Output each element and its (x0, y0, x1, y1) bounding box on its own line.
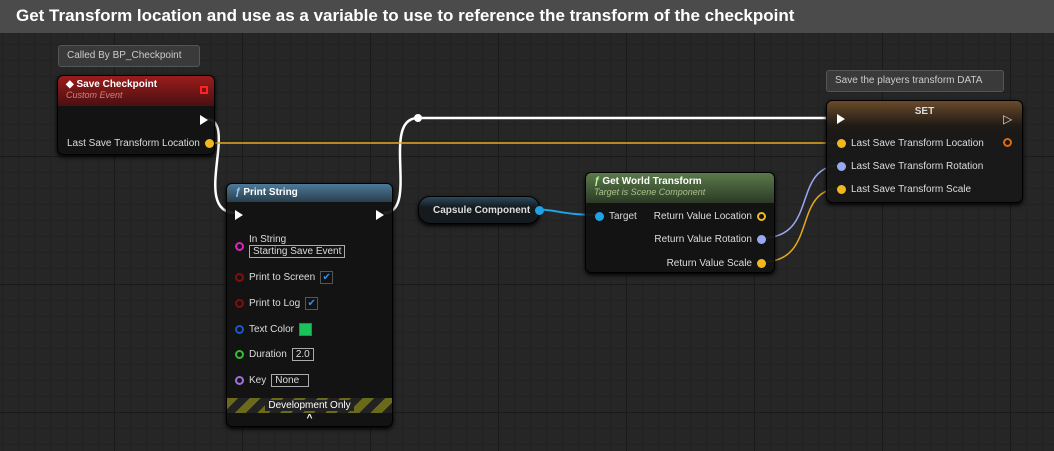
development-only-banner: Development Only (265, 400, 354, 411)
save-checkpoint-node[interactable]: ◆ Save Checkpoint Custom Event Last Save… (57, 75, 215, 155)
duration-input[interactable]: 2.0 (291, 348, 314, 361)
rotation-out-pin[interactable] (757, 235, 766, 244)
location-in-pin[interactable] (837, 139, 846, 148)
scale-in-pin[interactable] (837, 185, 846, 194)
in-string-input[interactable]: Starting Save Event (249, 245, 346, 258)
rotation-in-pin[interactable] (837, 162, 846, 171)
exec-in-pin[interactable] (837, 114, 845, 124)
event-icon: ◆ (66, 79, 77, 90)
exec-out-pin[interactable] (376, 210, 384, 220)
duration-pin[interactable] (235, 350, 244, 359)
pin-label: Return Value Scale (666, 258, 752, 269)
pin-label: Text Color (249, 324, 295, 335)
exec-out-pin[interactable]: ▷ (1003, 112, 1013, 126)
capsule-out-pin[interactable] (535, 206, 545, 215)
exec-in-pin[interactable] (235, 210, 243, 220)
print-log-pin[interactable] (235, 299, 244, 308)
comment-called-by[interactable]: Called By BP_Checkpoint (58, 45, 200, 67)
pin-label: Print to Log (249, 298, 301, 309)
key-input[interactable]: None (271, 374, 310, 387)
capsule-component-node[interactable]: Capsule Component (418, 196, 545, 224)
pin-label: Duration (249, 349, 287, 360)
comment-save-data[interactable]: Save the players transform DATA (826, 70, 1004, 92)
key-pin[interactable] (235, 376, 244, 385)
pin-label: Return Value Rotation (654, 234, 752, 245)
pin-label: Print to Screen (249, 272, 316, 283)
pin-label: Last Save Transform Scale (851, 184, 972, 195)
in-string-pin[interactable] (235, 241, 244, 251)
target-pin[interactable] (595, 212, 604, 221)
exec-wire-2 (383, 116, 838, 215)
graph-title: Get Transform location and use as a vari… (0, 0, 1054, 33)
expand-arrow-icon[interactable]: ^ (306, 413, 313, 424)
pin-label: Last Save Transform Location (851, 138, 984, 149)
pin-label: In String (249, 234, 287, 245)
node-title: Print String (243, 187, 298, 198)
text-color-pin[interactable] (235, 325, 244, 334)
scale-out-pin[interactable] (757, 259, 766, 268)
function-icon: ƒ (594, 176, 603, 187)
delegate-pin-icon[interactable] (200, 86, 208, 94)
print-log-checkbox[interactable]: ✔ (305, 297, 319, 310)
node-title: SET (914, 106, 935, 117)
pin-label: Last Save Transform Location (67, 138, 200, 149)
node-subtitle: Custom Event (66, 90, 123, 100)
function-icon: ƒ (235, 187, 244, 198)
pin-label: Target (609, 211, 637, 222)
print-screen-checkbox[interactable]: ✔ (320, 271, 334, 284)
text-color-swatch[interactable] (299, 323, 313, 336)
print-screen-pin[interactable] (235, 273, 244, 282)
set-node[interactable]: SET ▷ Last Save Transform Location Last … (826, 100, 1023, 203)
node-title: Save Checkpoint (76, 79, 158, 90)
exec-out-pin[interactable] (200, 115, 208, 125)
node-label: Capsule Component (433, 205, 531, 216)
pin-label: Key (249, 375, 267, 386)
node-subtitle: Target is Scene Component (594, 187, 706, 197)
location-out-pin[interactable] (204, 139, 214, 148)
location-out-pin[interactable] (757, 212, 766, 221)
get-world-transform-node[interactable]: ƒ Get World Transform Target is Scene Co… (585, 172, 775, 273)
pin-label: Last Save Transform Rotation (851, 161, 984, 172)
location-out-pin[interactable] (1003, 138, 1012, 147)
pin-label: Return Value Location (653, 211, 752, 222)
node-title: Get World Transform (602, 176, 702, 187)
